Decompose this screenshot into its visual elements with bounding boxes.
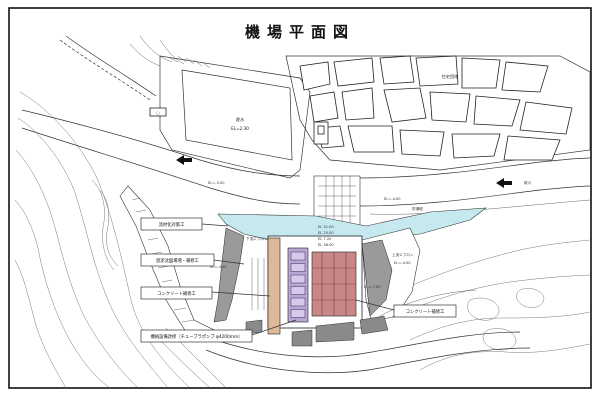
callout-concrete-right-text: コンクリート補修工	[406, 308, 445, 315]
pump-unit	[290, 251, 306, 261]
residential-blocks	[285, 55, 591, 171]
pump-unit	[290, 309, 306, 318]
pump-unit	[290, 274, 306, 284]
callout-discharge-tank-text: 遊泥沈図場増・補修工	[156, 257, 200, 264]
river-banks	[21, 109, 591, 215]
river-level-label: EL=-3.00	[208, 181, 225, 185]
height-label-2: EL 25.00	[318, 231, 334, 235]
new-river-label: 新川	[524, 180, 532, 185]
upper-apron-label: 上流エプロン	[392, 252, 414, 257]
stair-strip	[267, 237, 281, 335]
callout-concrete-right: コンクリート補修工	[393, 304, 457, 318]
pond-level-label: EL=2.30	[231, 126, 249, 131]
lower-apron-label: 下流エプロン	[246, 236, 268, 241]
pump-unit	[290, 297, 306, 307]
prevent-bank-label: 防潮堤	[412, 206, 423, 211]
residential-label: 住宅団地	[442, 73, 460, 80]
pump-house	[251, 235, 363, 335]
callout-concrete-left: コンクリート補修工	[140, 286, 213, 300]
height-label-1: EL 31.00	[318, 225, 334, 229]
callout-flood-gate: 流材化対策工	[140, 217, 203, 231]
el-left-label: EL=-4.00	[210, 265, 227, 269]
reservoir-embankment: ▢	[149, 55, 311, 179]
drawing-title: 機場平面図	[245, 23, 355, 41]
pump-unit	[290, 263, 306, 272]
el-right-lower: EL=-4.00	[394, 261, 411, 265]
callout-concrete-left-text: コンクリート補修工	[157, 290, 196, 297]
road-upper-left	[59, 35, 185, 101]
el-700-label: EL=-7.00	[364, 285, 381, 289]
flow-arrows	[176, 155, 512, 188]
pump-unit	[290, 286, 306, 295]
gate-house-left	[149, 107, 167, 117]
height-label-4: EL 36.00	[318, 243, 334, 247]
callout-flood-gate-text: 流材化対策工	[159, 221, 185, 228]
height-label-3: EL 7.20	[318, 237, 332, 241]
contour-lines-left	[14, 91, 191, 389]
pond-name-label: 遊水	[236, 116, 245, 123]
callout-discharge-tank: 遊泥沈図場増・補修工	[140, 253, 215, 267]
callout-pump-equipment: 機械設備改修（チューブラポンプ φ4200mm）	[140, 329, 253, 343]
callout-pump-equipment-text: 機械設備改修（チューブラポンプ φ4200mm）	[151, 333, 243, 340]
leader-lines	[201, 223, 395, 336]
el-right-upper: EL=-4.00	[384, 197, 401, 201]
right-slope	[361, 227, 421, 323]
svg-text:▢: ▢	[156, 111, 159, 115]
